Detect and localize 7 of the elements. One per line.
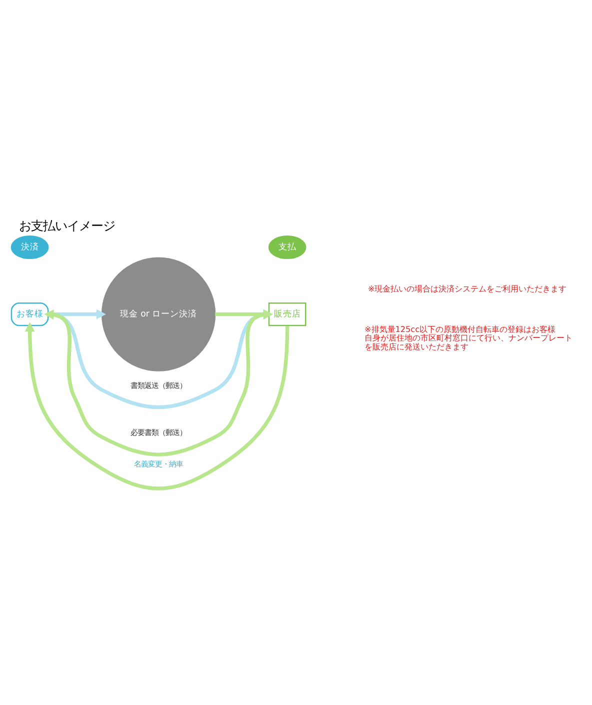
diagram-title: お支払いイメージ: [19, 217, 116, 232]
node-box: お客様: [10, 302, 49, 326]
arrow: [24, 322, 290, 490]
node-ellipse: 支払: [268, 234, 306, 259]
node-box: 販売店: [268, 302, 306, 326]
node-ellipse: 決済: [10, 234, 49, 259]
node-circle: 現金 or ローン決済: [101, 256, 216, 371]
